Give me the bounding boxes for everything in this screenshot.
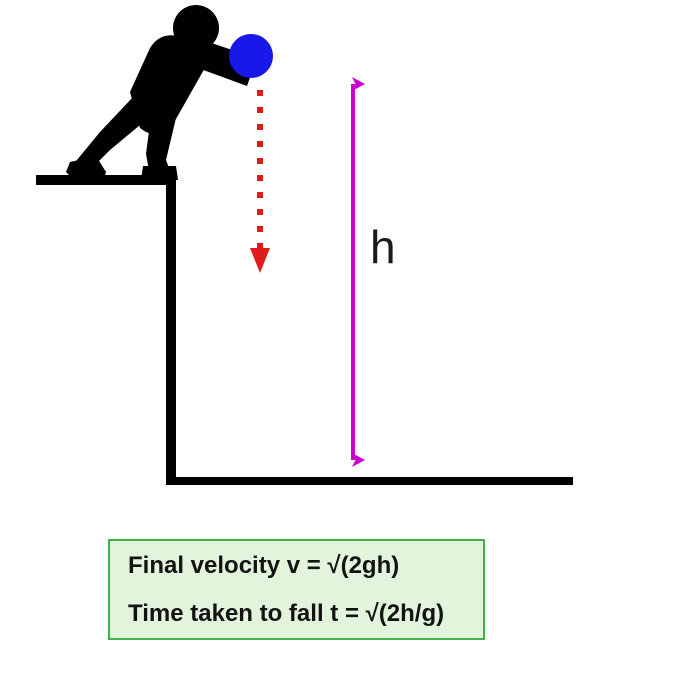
stick-figure-person <box>66 5 252 180</box>
height-label: h <box>370 221 396 273</box>
person-lower-arm <box>176 47 252 86</box>
person-front-leg <box>146 108 176 176</box>
formula-box: Final velocity v = √(2gh) Time taken to … <box>108 539 485 640</box>
fall-path-arrowhead <box>250 248 270 273</box>
ground-line <box>166 477 573 485</box>
formula-time-taken: Time taken to fall t = √(2h/g) <box>128 599 445 627</box>
person-front-foot <box>141 166 178 180</box>
blue-ball <box>229 34 273 78</box>
ledge-platform <box>36 175 176 483</box>
red-dotted-fall-path <box>250 90 270 273</box>
person-back-foot <box>66 156 106 180</box>
person-back-leg <box>72 96 158 172</box>
formula-final-velocity: Final velocity v = √(2gh) <box>128 551 400 579</box>
person-arm-joint <box>168 36 196 70</box>
